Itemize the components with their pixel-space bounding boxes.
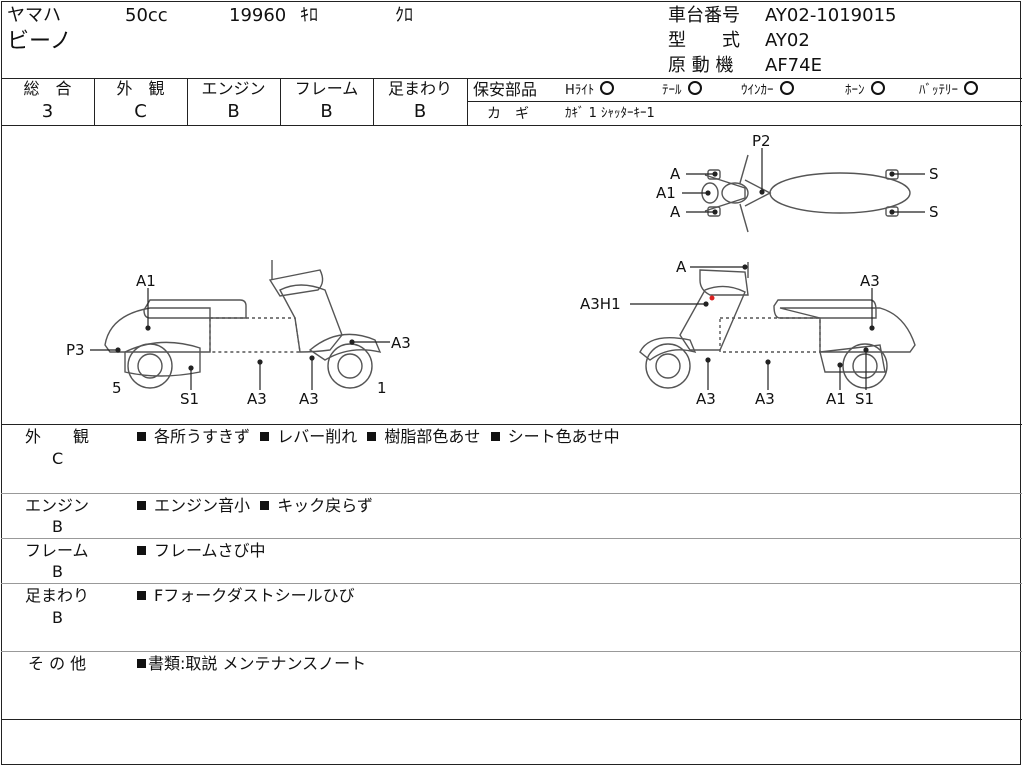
bullet-square-icon [137,659,146,668]
diagram-label: A1 [826,390,846,408]
scooter-left-side-view [104,260,382,389]
grade-label-overall: 総 合 [23,79,72,98]
frame-no-value: AY02-1019015 [765,5,897,26]
grade-value-frame: B [320,101,333,122]
diagram-label: A [670,165,681,183]
frame-no-label: 車台番号 [668,5,740,26]
remark-items: 書類:取説 メンテナンスノート [137,655,366,673]
diagram-label: S [929,203,939,221]
remark-items: Fフォークダストシールひび [137,587,355,605]
remark-grade: B [52,608,63,627]
bullet-square-icon [260,432,270,441]
bullet-square-icon [367,432,377,441]
remark-items: 各所うすきず レバー削れ 樹脂部色あせ シート色あせ中 [137,428,620,446]
diagram-label: 5 [112,379,122,397]
grade-label-frame: フレーム [294,79,359,98]
remark-category: そ の 他 [28,654,87,673]
body-color: ｸﾛ [395,5,413,26]
diagram-label: S [929,165,939,183]
diagram-label: A [670,203,681,221]
ok-circle-icon [779,81,794,95]
remark-grade: B [52,562,63,581]
grade-label-suspension: 足まわり [387,79,452,98]
remark-category: エンジン [25,496,90,515]
remark-items: フレームさび中 [137,542,266,560]
safety-item-headlight: Hﾗｲﾄ [565,81,615,100]
grade-value-exterior: C [134,101,147,122]
grade-value-engine: B [227,101,240,122]
diagram-label: A1 [136,272,156,290]
bullet-square-icon [490,432,500,441]
grade-value-suspension: B [413,101,427,122]
displacement: 50cc [125,5,168,26]
remark-grade: B [52,517,63,536]
mileage-value: 19960 [229,5,287,26]
maker: ヤマハ [7,5,61,26]
keys-label: カ ギ [487,106,529,122]
bullet-square-icon [260,501,270,510]
remark-category: フレーム [25,541,89,560]
damage-diagram: A1 P3 5 S1 A3 A3 A3 1 A A3H1 A3 A3 A3 A1… [66,132,939,408]
scooter-top-view [701,154,911,233]
diagram-label: 1 [377,379,387,397]
diagram-label: A3 [860,272,880,290]
remark-category: 外 観 [25,427,90,446]
mileage-unit: ｷﾛ [300,5,318,26]
ok-circle-icon [964,81,978,95]
type-value: AY02 [765,30,810,51]
diagram-label: P3 [66,341,85,359]
safety-item-winker: ｳｲﾝｶｰ [741,81,794,100]
grade-value-overall: 3 [41,101,54,122]
diagram-label: A3 [299,390,319,408]
bullet-square-icon [137,546,146,555]
bullet-square-icon [137,501,146,510]
engine-label: 原 動 機 [668,55,734,76]
damage-mark [709,295,715,301]
type-label: 型 式 [668,30,740,51]
diagram-label: S1 [180,390,199,408]
grade-label-engine: エンジン [201,79,266,98]
diagram-label: A1 [656,184,676,202]
bullet-square-icon [137,591,146,600]
remark-category: 足まわり [25,586,90,605]
diagram-label: A3H1 [580,295,621,313]
bullet-square-icon [137,432,146,441]
remark-items: エンジン音小 キック戻らず [137,497,373,515]
diagram-label: A3 [696,390,716,408]
diagram-label: A3 [247,390,267,408]
safety-item-horn: ﾎｰﾝ [845,81,885,100]
safety-item-tail: ﾃｰﾙ [662,81,702,100]
diagram-label: A [676,258,687,276]
keys-value: ｶｷﾞ 1 ｼｬｯﾀｰｷｰ1 [565,106,655,121]
grade-label-exterior: 外 観 [116,79,165,98]
diagram-label: P2 [752,132,771,150]
remark-grade: C [52,449,64,468]
model-name: ビーノ [7,29,72,54]
diagram-label: A3 [755,390,775,408]
diagram-label: A3 [391,334,411,352]
safety-item-battery: ﾊﾞｯﾃﾘｰ [919,81,978,100]
diagram-label: S1 [855,390,874,408]
ok-circle-icon [600,81,615,95]
engine-value: AF74E [765,55,822,76]
ok-circle-icon [687,81,702,95]
safety-label: 保安部品 [473,80,538,99]
ok-circle-icon [870,81,885,95]
